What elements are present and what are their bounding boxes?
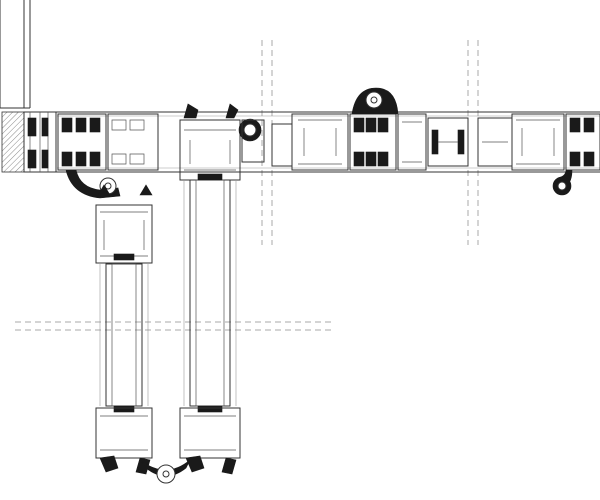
top-mullion-centre bbox=[291, 87, 427, 171]
vertical-leaf-centre bbox=[179, 103, 262, 459]
top-gap-panel bbox=[241, 119, 293, 167]
top-run-glazing bbox=[56, 111, 600, 173]
wall-jamb bbox=[0, 0, 57, 173]
right-profile bbox=[511, 113, 600, 196]
corner-profile-left bbox=[57, 113, 159, 199]
vertical-leaf-left bbox=[95, 184, 153, 459]
glazing-inserts bbox=[427, 117, 513, 167]
bottom-corner-connector bbox=[99, 455, 237, 484]
